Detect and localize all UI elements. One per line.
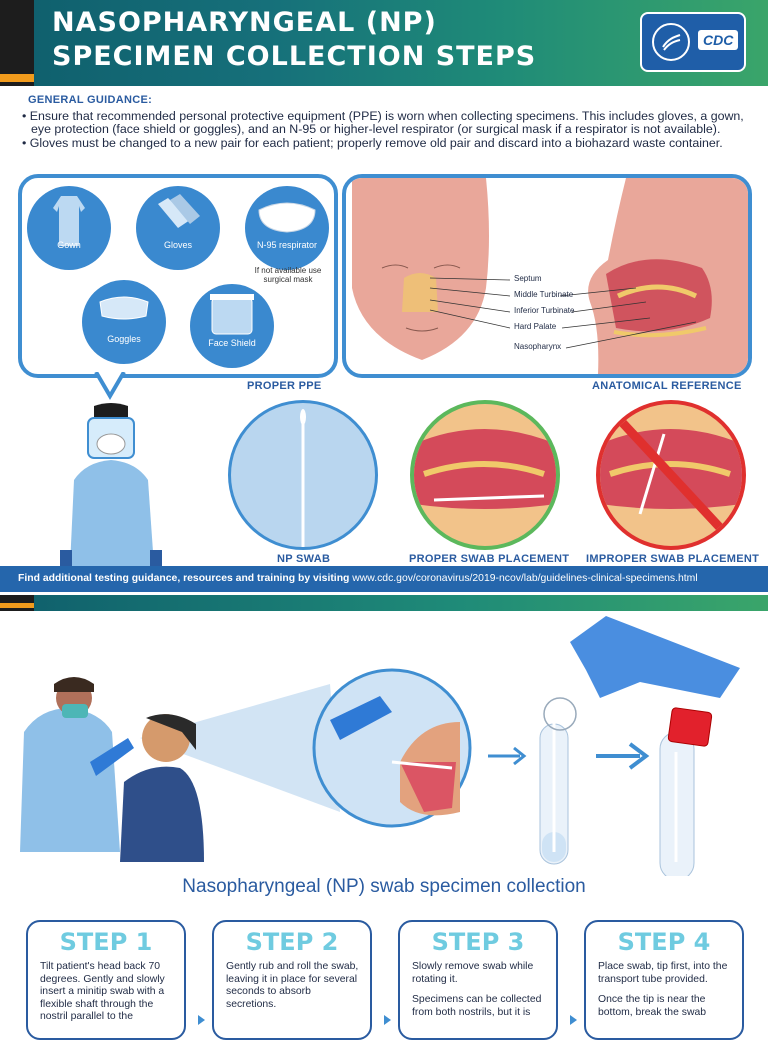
gown-label: Gown	[57, 240, 81, 250]
guidance-bullet: • Gloves must be changed to a new pair f…	[22, 136, 723, 150]
guidance-list: • Ensure that recommended personal prote…	[22, 110, 746, 151]
step-paragraph: Slowly remove swab while rotating it.	[412, 961, 534, 985]
gloves-label: Gloves	[163, 240, 192, 250]
step-title: STEP 1	[59, 928, 153, 956]
improper-placement-icon	[600, 416, 742, 536]
header-accent-stripe	[0, 74, 34, 82]
step-body: Place swab, tip first, into the transpor…	[598, 961, 732, 1019]
face-shield-label: Face Shield	[208, 338, 256, 348]
anatomy-label-hard-palate: Hard Palate	[514, 322, 557, 331]
title-line-2: SPECIMEN COLLECTION STEPS	[52, 41, 537, 72]
banner-lead-text: Find additional testing guidance, resour…	[18, 573, 350, 584]
guidance-bullet: • Ensure that recommended personal prote…	[22, 109, 744, 136]
resources-link[interactable]: www.cdc.gov/coronavirus/2019-ncov/lab/gu…	[352, 573, 698, 584]
hhs-seal-icon	[652, 23, 690, 61]
step-paragraph: Gently rub and roll the swab, leaving it…	[226, 961, 359, 1010]
step-paragraph: Tilt patient's head back 70 degrees. Gen…	[40, 961, 165, 1023]
anatomy-label-septum: Septum	[514, 274, 542, 283]
anatomy-label-nasopharynx: Nasopharynx	[514, 342, 562, 351]
respirator-label: N-95 respirator	[256, 240, 318, 250]
face-shield-icon	[210, 294, 254, 335]
title-line-1: NASOPHARYNGEAL (NP)	[52, 7, 437, 38]
improper-placement-circle	[596, 400, 746, 550]
anatomy-panel: Septum Middle Turbinate Inferior Turbina…	[342, 174, 752, 378]
illustration-caption: Nasopharyngeal (NP) swab specimen collec…	[182, 876, 586, 897]
proper-placement-label: PROPER SWAB PLACEMENT	[409, 553, 570, 565]
gloves-icon	[158, 194, 200, 228]
proper-placement-icon	[414, 429, 556, 509]
step-card-2: STEP 2 Gently rub and roll the swab, lea…	[212, 920, 372, 1040]
gloves-item: Gloves	[136, 186, 220, 270]
step-card-4: STEP 4 Place swab, tip first, into the t…	[584, 920, 744, 1040]
np-swab-circle	[228, 400, 378, 550]
gown-icon	[53, 196, 85, 246]
step-body: Tilt patient's head back 70 degrees. Gen…	[40, 961, 174, 1024]
goggles-icon	[99, 296, 149, 320]
anatomy-label-inferior-turbinate: Inferior Turbinate	[514, 306, 575, 315]
step-title: STEP 3	[431, 928, 525, 956]
page-title: NASOPHARYNGEAL (NP) SPECIMEN COLLECTION …	[52, 6, 536, 74]
resources-banner: Find additional testing guidance, resour…	[0, 566, 768, 592]
health-worker-illustration	[60, 403, 162, 566]
respirator-icon	[258, 202, 316, 233]
step-arrow-icon	[570, 1015, 577, 1025]
gown-item: Gown	[27, 186, 111, 270]
guidance-heading: GENERAL GUIDANCE:	[28, 94, 153, 106]
improper-placement-label: IMPROPER SWAB PLACEMENT	[586, 553, 760, 565]
goggles-label: Goggles	[107, 334, 141, 344]
step-card-1: STEP 1 Tilt patient's head back 70 degre…	[26, 920, 186, 1040]
step-paragraph: Place swab, tip first, into the transpor…	[598, 961, 728, 985]
ppe-section-label: PROPER PPE	[247, 380, 322, 392]
step-arrow-icon	[198, 1015, 205, 1025]
step-title: STEP 4	[617, 928, 711, 956]
face-shield-item: Face Shield	[190, 284, 274, 368]
divider-accent-stripe	[0, 603, 34, 608]
anatomy-section-label: ANATOMICAL REFERENCE	[592, 380, 742, 392]
step-body: Gently rub and roll the swab, leaving it…	[226, 961, 360, 1011]
np-swab-icon	[300, 409, 306, 547]
anatomy-illustration	[352, 178, 748, 374]
np-swab-label: NP SWAB	[277, 553, 331, 565]
step-body: Slowly remove swab while rotating it. Sp…	[412, 961, 546, 1019]
step-card-3: STEP 3 Slowly remove swab while rotating…	[398, 920, 558, 1040]
step-paragraph: Specimens can be collected from both nos…	[412, 994, 542, 1018]
respirator-item: N-95 respirator	[245, 186, 329, 270]
proper-placement-circle	[410, 400, 560, 550]
cdc-logo-text: CDC	[698, 30, 739, 50]
step-title: STEP 2	[245, 928, 339, 956]
respirator-note: If not available use surgical mask	[254, 266, 322, 284]
section-divider	[0, 595, 768, 611]
cdc-logo: CDC	[640, 12, 746, 72]
goggles-item: Goggles	[82, 280, 166, 364]
collection-illustration	[20, 616, 740, 876]
step-arrow-icon	[384, 1015, 391, 1025]
anatomy-label-middle-turbinate: Middle Turbinate	[514, 290, 574, 299]
callout-arrow-icon	[94, 372, 126, 400]
header-accent-bar	[0, 0, 34, 86]
step-paragraph: Once the tip is near the bottom, break t…	[598, 994, 707, 1018]
